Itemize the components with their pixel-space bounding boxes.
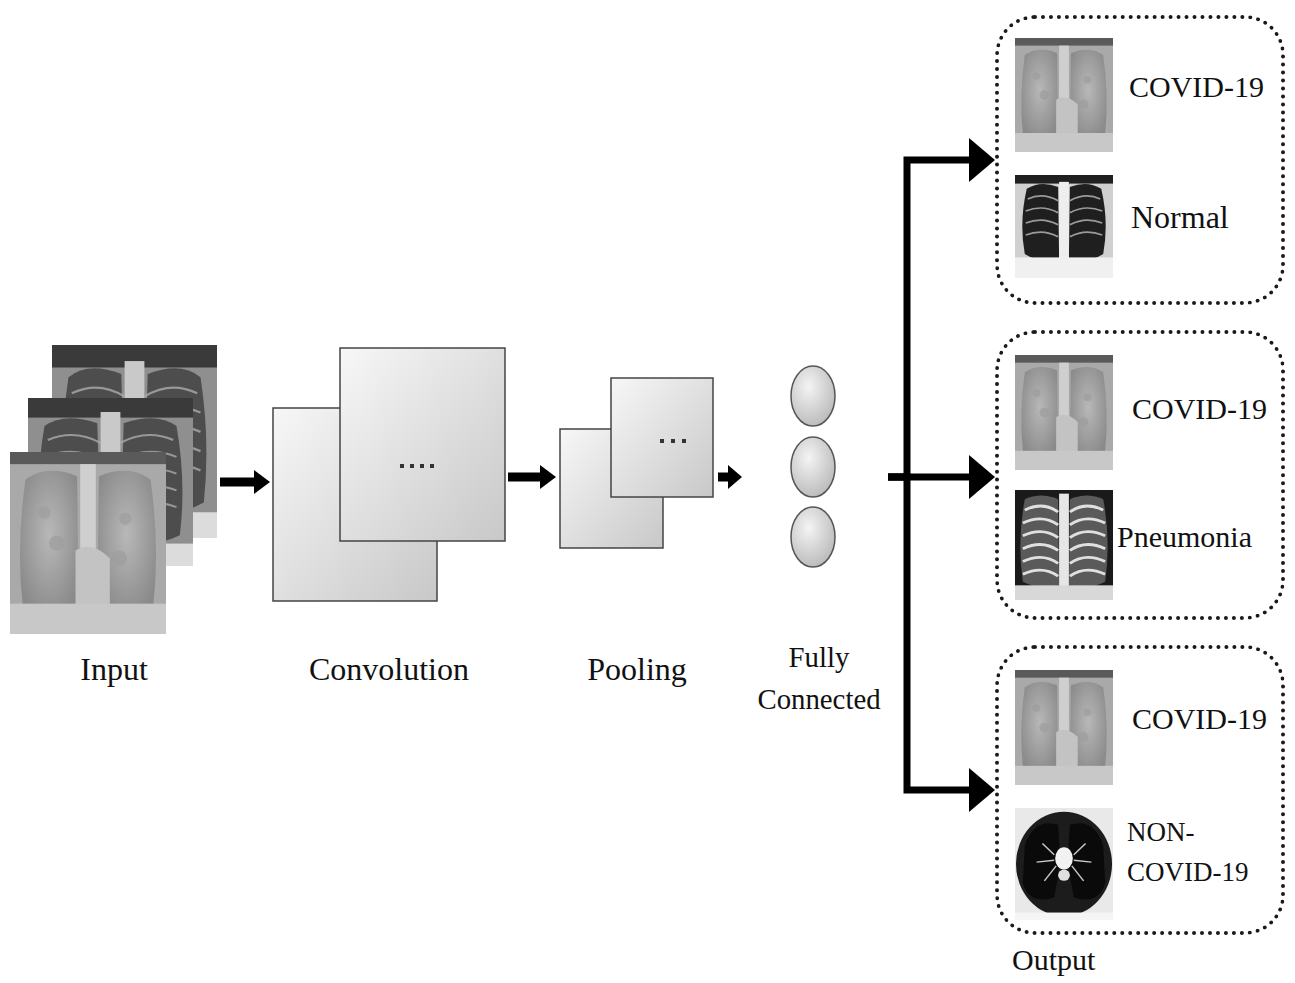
- pooling-stage: Pooling: [556, 340, 718, 690]
- convolution-stage: Convolution: [270, 340, 508, 690]
- input-stage: Input: [8, 340, 220, 690]
- class-label: Pneumonia: [1117, 517, 1252, 557]
- arrow-head: [969, 768, 995, 812]
- xray-thumbnail: [1015, 670, 1113, 785]
- arrow-head: [969, 455, 995, 499]
- output-group: COVID-19NON-COVID-19: [995, 645, 1285, 935]
- arrow-head: [728, 465, 742, 489]
- feature-map: [340, 348, 505, 541]
- class-label: COVID-19: [1132, 699, 1267, 739]
- arrow-shaft: [888, 160, 971, 477]
- arrow-shaft: [888, 477, 971, 790]
- arrow-head: [254, 470, 270, 494]
- arrow-shaft: [508, 473, 542, 482]
- xray-thumbnail: [1015, 175, 1113, 278]
- ct-thumbnail: [1015, 808, 1113, 920]
- arrow-shaft: [220, 478, 256, 487]
- xray-image: [10, 452, 166, 634]
- neurons: [791, 366, 835, 567]
- pooled-map: [611, 378, 713, 497]
- class-label: COVID-19: [1129, 67, 1264, 107]
- stage-label: Convolution: [309, 648, 469, 690]
- class-label: Normal: [1131, 197, 1229, 237]
- stage-label: Fully Connected: [746, 636, 892, 720]
- class-label: NON-COVID-19: [1127, 812, 1275, 892]
- arrow-head: [969, 138, 995, 182]
- ellipsis-dots: [660, 439, 686, 443]
- flow-arrow: [888, 477, 995, 812]
- stage-label: Pooling: [587, 648, 687, 690]
- xray-thumbnail: [1015, 490, 1113, 600]
- flow-arrow: [888, 138, 995, 477]
- flow-arrow: [718, 465, 742, 489]
- ellipsis-dots: [400, 464, 434, 468]
- flow-arrow: [220, 470, 270, 494]
- flow-arrow: [508, 465, 556, 489]
- stage-label: Input: [80, 648, 148, 690]
- output-group: COVID-19Pneumonia: [995, 330, 1285, 620]
- arrow-head: [540, 465, 556, 489]
- output-label: Output: [1012, 942, 1095, 978]
- xray-thumbnail: [1015, 355, 1113, 470]
- class-label: COVID-19: [1132, 389, 1267, 429]
- output-group: COVID-19Normal: [995, 15, 1285, 305]
- xray-thumbnail: [1015, 38, 1113, 152]
- fully-connected-stage: Fully Connected: [742, 355, 888, 720]
